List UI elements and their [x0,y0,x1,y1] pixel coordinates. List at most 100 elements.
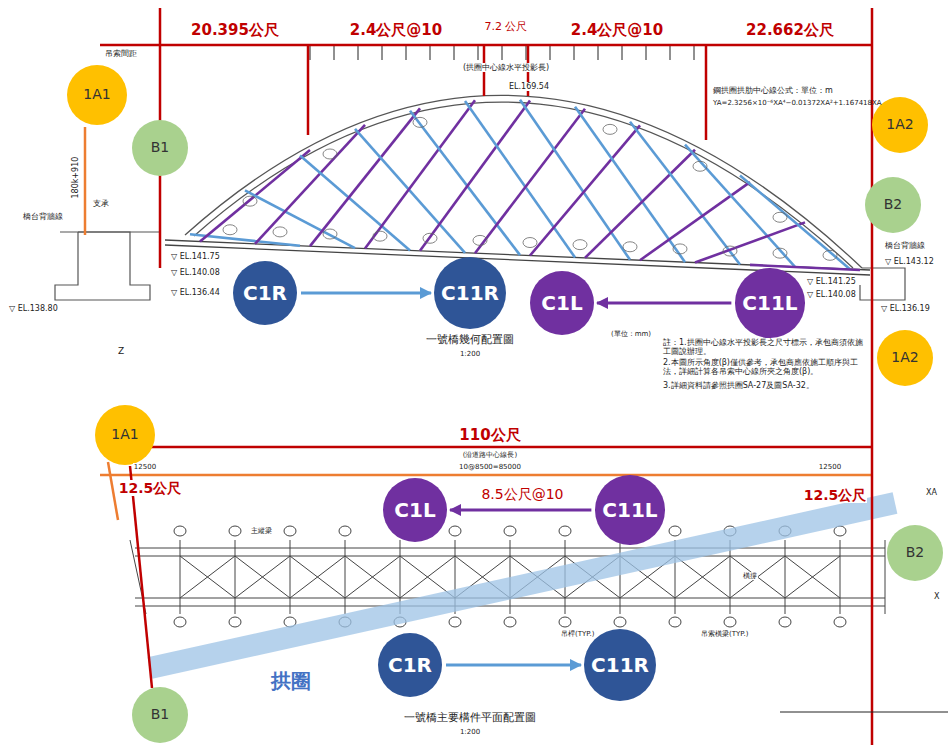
drawing-label: 一號橋主要構件平面配置圖 [403,712,537,725]
cross-beam [235,540,236,614]
hanger-tick [502,45,503,60]
callout-circle [773,212,787,222]
callout-circle [723,246,737,256]
drawing-label: 2.4公尺@10 [570,22,664,39]
hanger-ticks [310,45,694,60]
callout-circle [449,617,461,627]
marker-text: B1 [151,140,170,155]
marker-text: B2 [884,197,903,212]
callout-circle [223,225,237,235]
bracing [345,556,400,598]
hanger-tick [550,45,551,60]
cross-beam [620,540,621,614]
hanger-cable [530,125,640,255]
chainage-lines [85,127,872,520]
callout-circle [559,617,571,627]
drawing-label: ▽ EL.138.80 [8,304,59,313]
abutment [55,232,150,300]
hanger-tick [694,45,695,60]
marker-text: C1R [388,654,432,676]
edge-label: 8.5公尺@10 [480,486,564,502]
chainage-line [84,127,87,235]
drawing-label: 鋼拱圈拱肋中心線公式：單位：m [712,86,834,95]
hanger-tick [622,45,623,60]
bracing [675,556,730,598]
callout-circle [834,617,846,627]
callout-circle [504,526,516,536]
callout-circle [243,196,257,206]
cross-beam [785,540,786,614]
hanger-tick [430,45,431,60]
callout-circle [669,526,681,536]
arch-rib [185,95,862,268]
drawing-label: 12500 [133,463,157,471]
member-marker: C11R [584,629,656,701]
hanger-cable [685,145,795,267]
callout-circle [284,526,296,536]
callout-circle [273,227,287,237]
drawing-label: 吊索間距 [104,49,138,58]
location-marker: B1 [132,120,188,176]
callout-circles [223,117,837,260]
drawing-label: 12500 [818,463,842,471]
member-marker: C11L [595,475,664,544]
abutment [60,231,160,232]
bracing [785,556,840,598]
hanger-tick [574,45,575,60]
drawing-label: 吊桿(TYP.) [560,630,595,638]
hanger-tick [526,45,527,60]
bracing [180,556,235,598]
hanger-cable [475,109,585,253]
bracing [785,556,840,598]
bracing [730,556,785,598]
drawing-label: ▽ EL.141.25 [806,277,857,286]
hanger-cable [520,100,630,260]
hanger-cable [245,190,355,248]
marker-text: 1A1 [111,427,138,442]
callout-circle [823,250,837,260]
chainage-line [100,474,872,477]
callout-circle [373,231,387,241]
bracing [675,556,730,598]
drawing-label: 主縱梁 [250,527,273,535]
callout-circle [779,617,791,627]
marker-text: C11L [742,292,797,314]
drawing-label: ▽ EL.143.12 [884,257,935,266]
member-marker: C1L [383,478,447,542]
drawing-label: 1:200 [459,350,481,358]
hanger-cable [410,111,520,255]
hanger-cable [740,175,850,269]
drawing-label: (單位：mm) [610,330,652,338]
hanger-tick [382,45,383,60]
hanger-cable [310,108,420,246]
cross-beam [345,540,346,614]
hanger-tick [406,45,407,60]
sequence-arrow [597,301,731,304]
callout-circle [229,526,241,536]
dimension-line [705,45,708,140]
location-marker: 1A1 [67,65,127,125]
marker-text: B1 [151,707,170,722]
drawing-label: 10@8500=85000 [458,463,522,471]
hanger-tick [310,45,311,60]
drawing-label: 橋台背牆線 [22,212,64,221]
sequence-arrow [450,508,591,511]
marker-text: 1A1 [83,87,110,102]
marker-text: C11R [591,654,649,676]
cross-beam [730,540,731,614]
callout-circle [693,161,707,171]
bracing [290,556,345,598]
callout-circle [669,617,681,627]
hanger-tick [646,45,647,60]
callout-circle [834,526,846,536]
hanger-cable [695,222,805,262]
drawing-label: EL.169.54 [508,82,550,91]
marker-text: 1A2 [891,350,918,365]
callout-circle [623,242,637,252]
title-rule [780,712,948,713]
drawing-label: 拱圈 [270,670,312,693]
hanger-tick [478,45,479,60]
drawing-label: 2.4公尺@10 [349,22,443,39]
hanger-cable [465,101,575,257]
